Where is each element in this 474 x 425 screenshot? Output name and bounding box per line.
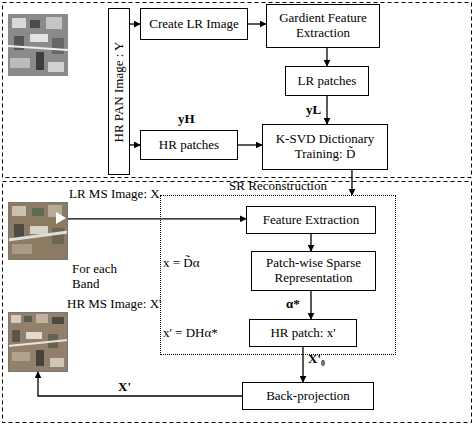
lr-ms-thumbnail <box>8 202 68 260</box>
flow-arrow <box>130 23 140 24</box>
image-node: LR MS Image: X <box>8 202 68 260</box>
process-box: HR patches <box>140 130 238 160</box>
edge-label: yH <box>178 112 195 127</box>
edge-label: α* <box>286 297 300 312</box>
training-frame <box>3 3 472 178</box>
node-label: HR patches <box>159 138 219 153</box>
node-label: Patch-wise Sparse Representation <box>252 256 375 286</box>
flow-arrow <box>68 218 246 219</box>
process-box: Create LR Image <box>140 8 248 40</box>
flow-arrow <box>130 144 140 145</box>
flow-arrow <box>326 96 327 124</box>
process-box: K-SVD Dictionary Training: D̃ <box>262 124 388 170</box>
edge-label: X'₀ <box>308 352 325 367</box>
input-box: HR PAN Image : Y <box>108 8 130 175</box>
flow-arrow <box>248 23 266 24</box>
node-label: Back-projection <box>266 389 350 404</box>
equation-label: x' = DHα* <box>163 326 218 341</box>
equation-label: x = D̃α <box>163 256 200 271</box>
node-label: LR patches <box>298 74 357 89</box>
node-label: HR MS Image: X' <box>67 297 161 312</box>
process-box: Back-projection <box>242 382 374 410</box>
node-label: SR Reconstruction <box>161 179 395 194</box>
edge-label: yL <box>306 103 321 118</box>
flow-arrow <box>326 48 327 66</box>
process-box: Feature Extraction <box>246 206 376 234</box>
edge-label: X' <box>118 380 131 395</box>
pan-thumbnail <box>8 14 68 76</box>
flow-arrow <box>238 144 262 145</box>
process-box: LR patches <box>285 66 369 96</box>
process-box: Patch-wise Sparse Representation <box>251 251 376 291</box>
node-label: Feature Extraction <box>263 213 359 228</box>
node-label: Create LR Image <box>149 17 239 32</box>
flow-arrow <box>38 372 242 396</box>
flow-arrow <box>310 234 311 251</box>
node-label: LR MS Image: X <box>69 187 160 202</box>
flow-arrow <box>310 291 311 319</box>
node-label: HR PAN Image : Y <box>112 41 127 142</box>
image-node: HR MS Image: X' <box>8 312 68 372</box>
edge-label: For each Band <box>72 262 132 292</box>
process-box: HR patch: x' <box>249 319 357 347</box>
hr-ms-thumbnail <box>8 312 68 372</box>
node-label: K-SVD Dictionary Training: D̃ <box>263 132 387 162</box>
node-label: Gardient Feature Extraction <box>267 11 379 41</box>
process-box: Gardient Feature Extraction <box>266 4 380 48</box>
flow-arrow <box>302 347 303 382</box>
reconstruction-frame <box>3 182 472 423</box>
flow-arrow <box>351 170 352 195</box>
node-label: HR patch: x' <box>270 326 335 341</box>
